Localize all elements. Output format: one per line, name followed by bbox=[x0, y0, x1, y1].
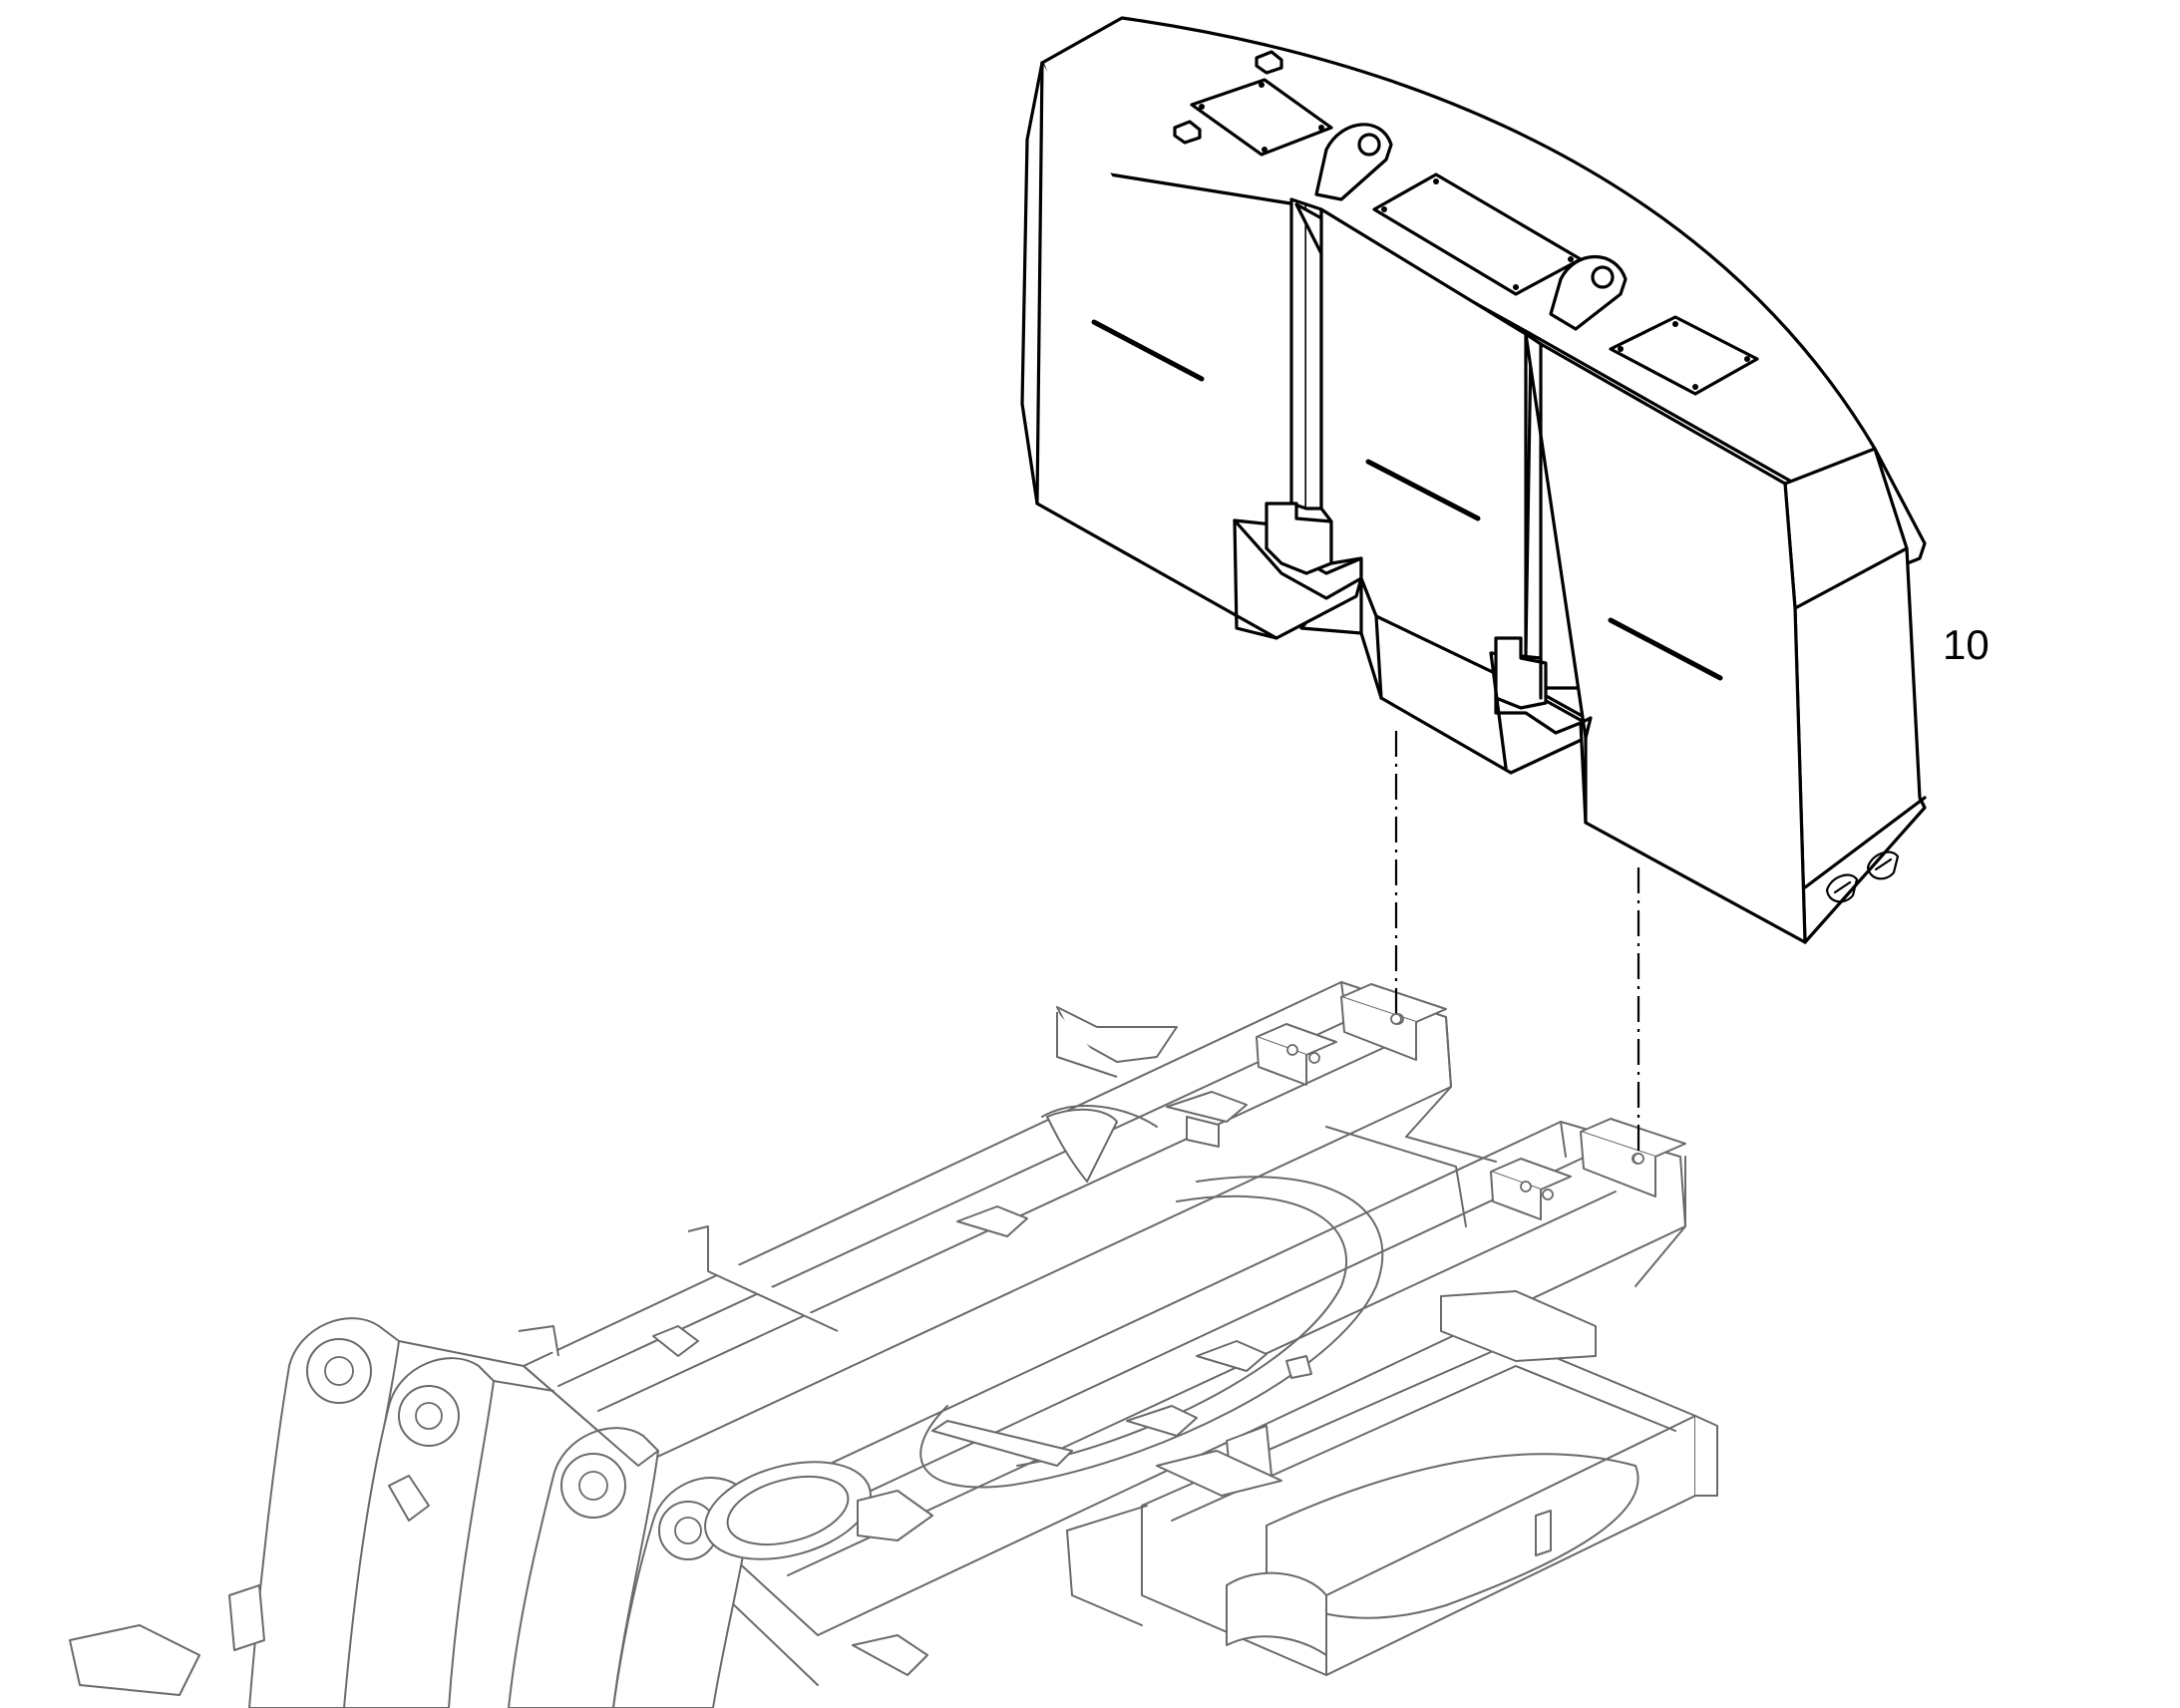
counterweight-segment-middle bbox=[1294, 202, 1593, 775]
counterweight-lifting-lugs bbox=[1314, 123, 1628, 331]
frame-center bbox=[919, 1006, 1497, 1489]
frame-slew-ring bbox=[704, 1461, 933, 1560]
counterweight-segment-left bbox=[1020, 61, 1363, 640]
assembly-lines bbox=[1390, 731, 1644, 1165]
frame-rear-box bbox=[1066, 1290, 1718, 1676]
part-label-counterweight: 10 bbox=[1943, 621, 1990, 668]
counterweight bbox=[1020, 16, 1927, 944]
machine-frame bbox=[69, 981, 1718, 1708]
frame-brackets bbox=[518, 1012, 1312, 1467]
frame-boom-mounts bbox=[69, 1317, 928, 1708]
frame-beam-right bbox=[697, 1118, 1686, 1686]
counterweight-top-plates bbox=[1173, 50, 1759, 396]
counterweight-segment-right bbox=[1524, 332, 1807, 944]
